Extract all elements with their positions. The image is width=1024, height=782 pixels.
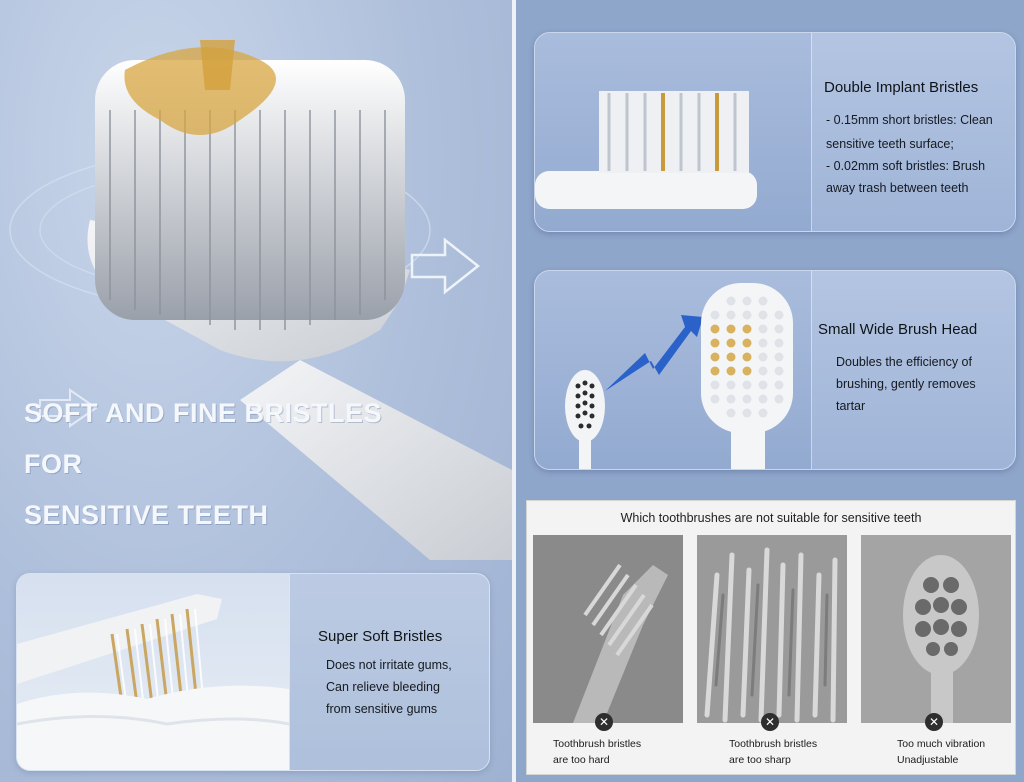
x-icon: ✕ [761,713,779,731]
headline-line-3: SENSITIVE TEETH [24,500,269,530]
soft-bristles-image [17,574,289,770]
double-implant-image [535,33,811,231]
card-line: Does not irritate gums, [326,658,452,672]
feature-title: Double Implant Bristles [824,79,979,96]
small-wide-head-image [535,271,811,469]
caption-sharp: Toothbrush bristles are too sharp [729,736,817,768]
small-wide-head-card: Small Wide Brush Head Doubles the effici… [534,270,1016,470]
card-line: Can relieve bleeding [326,680,440,694]
caption-line: Toothbrush bristles [729,738,818,750]
small-wide-head-text: Small Wide Brush Head Doubles the effici… [811,271,1015,469]
hard-bristles-photo [533,535,683,723]
vibration-brush-photo [861,535,1011,723]
caption-hard: Toothbrush bristles are too hard [553,736,641,768]
double-implant-card: Double Implant Bristles - 0.15mm short b… [534,32,1016,232]
features-panel: Double Implant Bristles - 0.15mm short b… [516,0,1024,782]
feature-line: Doubles the efficiency of [836,355,972,369]
caption-line: Toothbrush bristles [553,738,642,750]
feature-line: away trash between teeth [826,181,969,195]
unsuitable-toothbrushes-section: Which toothbrushes are not suitable for … [526,500,1016,775]
feature-line: tartar [836,399,866,413]
feature-line: brushing, gently removes [836,377,976,391]
caption-line: are too hard [553,754,610,766]
hero-panel: SOFT AND FINE BRISTLES FOR SENSITIVE TEE… [0,0,512,782]
feature-line: - 0.15mm short bristles: Clean [826,113,993,127]
toothbrush-hero-image [9,40,512,560]
double-implant-text: Double Implant Bristles - 0.15mm short b… [811,33,1015,231]
caption-vibration: Too much vibration Unadjustable [897,736,985,768]
x-icon: ✕ [925,713,943,731]
sharp-bristles-photo [697,535,847,723]
caption-line: Unadjustable [897,754,959,766]
caption-line: Too much vibration [897,738,986,750]
super-soft-bristles-text: Super Soft Bristles Does not irritate gu… [289,574,489,770]
feature-line: sensitive teeth surface; [826,137,954,151]
super-soft-bristles-card: Super Soft Bristles Does not irritate gu… [16,573,490,771]
headline-line-2: FOR [24,449,83,479]
section-title: Which toothbrushes are not suitable for … [620,511,922,525]
card-line: from sensitive gums [326,702,438,716]
x-icon: ✕ [595,713,613,731]
feature-title: Small Wide Brush Head [818,321,978,338]
caption-line: are too sharp [729,754,791,766]
headline-line-1: SOFT AND FINE BRISTLES [24,398,383,428]
feature-line: - 0.02mm soft bristles: Brush [826,159,986,173]
card-title: Super Soft Bristles [318,628,443,645]
